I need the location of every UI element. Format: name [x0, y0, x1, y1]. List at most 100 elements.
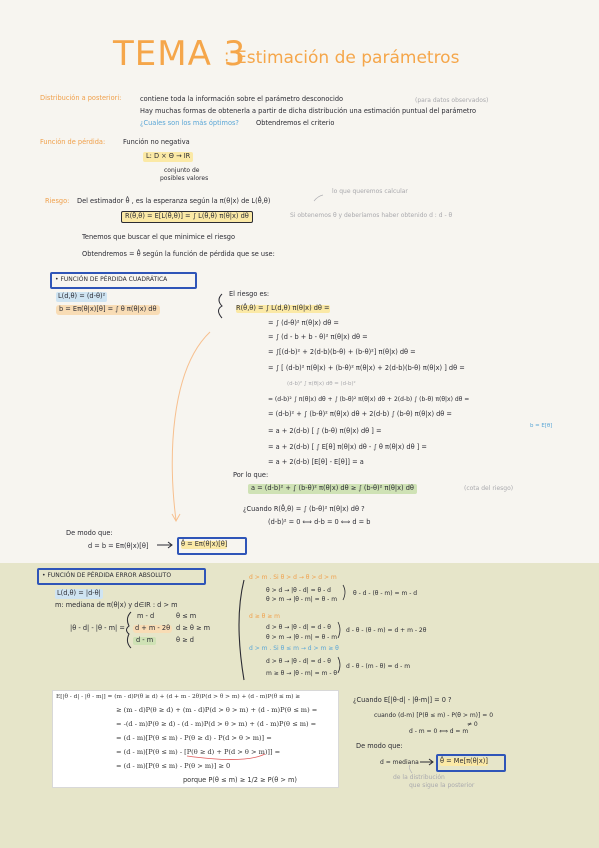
absoluto-piece-0a: m - d — [137, 612, 155, 620]
absoluto-case3-head: d > m . Si θ ≤ m → d > m ≥ θ — [249, 645, 339, 652]
absoluto-case2-l1: d > θ → |θ - d| = d - θ — [266, 624, 331, 631]
absoluto-cuando2: cuando (d-m) [P(θ ≤ m) - P(θ > m)] = 0 — [374, 712, 494, 719]
cuadratica-small-note: (d-b)² ∫ π(θ|x) dθ = (d-b)² — [287, 381, 356, 387]
absoluto-case1-head: d > m . Si θ > d → θ > d > m — [249, 574, 337, 581]
img-line-5: = (d - m)[P(θ ≤ m) - P(θ > m)] ≥ 0 — [116, 762, 231, 770]
img-line-3: = (d - m)[P(θ ≤ m) - P(θ ≥ d) - P(d > θ … — [116, 734, 272, 742]
cuadratica-line-7: = a + 2(d-b) [ ∫ (b-θ) π(θ|x) dθ ] = — [268, 427, 382, 435]
perdida-note1: conjunto de — [164, 167, 200, 174]
absoluto-conc2: θ̂ = Me[π(θ|x)] — [440, 757, 488, 766]
absoluto-aside2: que sigue la posterior — [409, 782, 475, 789]
cases-brace-icon — [238, 579, 245, 681]
absoluto-conc1: d = mediana — [380, 759, 419, 766]
cuadratica-modo-que: De modo que: — [66, 529, 113, 537]
absoluto-case2-l2: θ > m → |θ - m| = θ - m — [266, 634, 338, 641]
absoluto-header-box — [37, 568, 206, 585]
absoluto-piece-lhs: |θ - d| - |θ - m| = — [70, 624, 125, 632]
perdida-label: Función de pérdida: — [40, 138, 106, 146]
cuadratica-loss: L(d,θ) = (d-θ)² — [56, 292, 108, 302]
img-line-1: ≥ (m - d)P(θ ≥ d) + (m - d)P(d > θ > m) … — [116, 706, 318, 714]
cuadratica-line-6: = (d-b)² + ∫ (b-θ)² π(θ|x) dθ + 2(d-b) ∫… — [268, 410, 452, 418]
cuadratica-b-note: b = E[θ] — [530, 423, 553, 429]
riesgo-aside2: Si obtenemos θ y deberíamos haber obteni… — [290, 212, 453, 219]
cuadratica-conc2: θ̂ = Eπ(θ|x)[θ] — [181, 540, 228, 549]
absoluto-piece-0b: θ ≤ m — [176, 612, 197, 620]
absoluto-case3-l2: m ≥ θ → |θ - m| = m - θ — [266, 670, 338, 677]
absoluto-cuando3-r: ≠ 0 — [467, 721, 478, 728]
absoluto-aside1: de la distribución — [393, 774, 445, 781]
riesgo-brace-icon — [218, 293, 223, 319]
dist-label: Distribución a posteriori: — [40, 94, 122, 102]
riesgo-label: Riesgo: — [45, 197, 70, 205]
case3-brace-icon — [337, 656, 341, 674]
dist-criterio: Obtendremos el criterio — [256, 119, 335, 127]
dist-line2: Hay muchas formas de obtenerla a partir … — [140, 107, 477, 115]
img-note: porque P(θ ≤ m) ≥ 1/2 ≥ P(θ > m) — [183, 776, 297, 784]
absoluto-loss: L(d,θ) = |d-θ| — [55, 589, 103, 599]
cuadratica-line-5: = (d-b)² ∫ π(θ|x) dθ + ∫ (b-θ)² π(θ|x) d… — [268, 396, 470, 403]
img-line-0: E[|θ - d| - |θ - m|] = (m - d)P(θ ≥ d) +… — [56, 694, 301, 700]
riesgo-aside1: lo que queremos calcular — [332, 188, 408, 195]
absoluto-header: • FUNCIÓN DE PÉRDIDA ERROR ABSOLUTO — [42, 572, 172, 579]
cuadratica-header: • FUNCIÓN DE PÉRDIDA CUADRÁTICA — [55, 276, 168, 283]
absoluto-case2-res: d - θ - (θ - m) = d + m - 2θ — [346, 627, 427, 634]
absoluto-case1-l2: θ > m → |θ - m| = θ - m — [266, 596, 338, 603]
cuadratica-cuando: ¿Cuando R(θ̂,θ) = ∫ (b-θ)² π(θ|x) dθ ? — [243, 505, 365, 513]
cuadratica-aside-riesgo: (cota del riesgo) — [464, 485, 514, 492]
cuadratica-final: a = (d-b)² + ∫ (b-θ)² π(θ|x) dθ ≥ ∫ (b-θ… — [248, 484, 417, 494]
riesgo-aside-arrow-icon — [313, 194, 324, 202]
absoluto-case3-l1: d > θ → |θ - d| = d - θ — [266, 658, 331, 665]
case2-brace-icon — [337, 621, 341, 639]
riesgo-line3: Obtendremos = θ̂ según la función de pér… — [82, 250, 275, 258]
cuadratica-line-2: = ∫ (d - b + b - θ)² π(θ|x) dθ = — [268, 333, 368, 341]
riesgo-line2: Tenemos que buscar el que minimice el ri… — [82, 233, 236, 241]
cuadratica-line-9: = a + 2(d-b) [E[θ] - E[θ]] = a — [268, 458, 364, 466]
riesgo-line1: Del estimador θ̂ , es la esperanza según… — [77, 197, 271, 205]
cuadratica-result-box — [177, 537, 247, 555]
expectation-derivation-image: E[|θ - d| - |θ - m|] = (m - d)P(θ ≥ d) +… — [52, 690, 339, 788]
img-line-4: = (d - m)[P(θ ≤ m) - [P(θ ≥ d) + P(d > θ… — [116, 748, 281, 756]
orange-arrow-head-icon — [171, 513, 181, 523]
conclusion-arrow-icon — [157, 541, 173, 549]
dist-aside: (para datos observados) — [415, 97, 489, 104]
page-subtitle: Estimación de parámetros — [236, 48, 460, 68]
perdida-line1: Función no negativa — [123, 138, 190, 146]
absoluto-case2-head: d ≥ θ ≥ m — [249, 613, 281, 620]
title-colon: : — [224, 46, 230, 65]
perdida-map: L: D × Θ → IR — [143, 152, 194, 162]
cuadratica-line-8: = a + 2(d-b) [ ∫ E[θ] π(θ|x) dθ - ∫ θ π(… — [268, 443, 427, 451]
dist-question: ¿Cuales son los más óptimos? — [140, 119, 239, 127]
absoluto-piece-1a: d + m - 2θ — [133, 624, 173, 633]
riesgo-formula: R(θ̂,θ) = E[L(θ̂,θ)] = ∫ L(θ̂,θ) π(θ|x) … — [121, 211, 253, 223]
cuadratica-line-3: = ∫[(d-b)² + 2(d-b)(b-θ) + (b-θ)²] π(θ|x… — [268, 348, 416, 356]
dist-line1: contiene toda la información sobre el pa… — [140, 95, 344, 103]
piecewise-brace-icon — [126, 611, 132, 649]
cuadratica-conc1: d = b = Eπ(θ|x)[θ] — [88, 542, 149, 550]
cuadratica-line-0: R(θ̂,θ) = ∫ L(d,θ) π(θ|x) dθ = — [236, 304, 330, 313]
absoluto-piece-2b: θ ≥ d — [176, 636, 194, 644]
cuadratica-cuando2: (d-b)² = 0 ⟺ d-b = 0 ⟺ d = b — [268, 518, 371, 526]
absoluto-piece-1b: d ≥ θ ≥ m — [176, 624, 211, 632]
absoluto-cuando3: d - m = 0 ⟺ d = m — [409, 728, 469, 735]
absoluto-cuando: ¿Cuando E[|θ-d| - |θ-m|] = 0 ? — [353, 696, 452, 704]
absoluto-modo-que: De modo que: — [356, 742, 403, 750]
absoluto-conclusion-arrow-icon — [420, 758, 434, 766]
absoluto-mediana: m: mediana de π(θ|x) y d∈IR : d > m — [55, 601, 178, 609]
absoluto-case1-res: θ - d - (θ - m) = m - d — [353, 590, 418, 597]
case1-brace-icon — [342, 584, 346, 601]
page-title: TEMA 3 — [113, 34, 247, 74]
absoluto-case3-res: d - θ - (m - θ) = d - m — [346, 663, 411, 670]
cuadratica-riesgo-es: El riesgo es: — [229, 290, 270, 298]
cuadratica-b: b = Eπ(θ|x)[θ] = ∫ θ π(θ|x) dθ — [56, 305, 160, 315]
cuadratica-por-lo-que: Por lo que: — [233, 471, 269, 479]
perdida-note2: posibles valores — [160, 175, 209, 182]
absoluto-piece-2a: d - m — [133, 636, 157, 645]
red-underline-icon — [186, 753, 266, 760]
cuadratica-line-4: = ∫ [ (d-b)² π(θ|x) + (b-θ)² π(θ|x) + 2(… — [268, 364, 465, 372]
absoluto-case1-l1: θ > d → |θ - d| = θ - d — [266, 587, 331, 594]
cuadratica-line-1: = ∫ (d-θ)² π(θ|x) dθ = — [268, 319, 339, 327]
aside-arrow-icon — [408, 764, 413, 774]
cuadratica-header-box — [50, 272, 197, 289]
orange-connector-arrow-icon — [171, 331, 211, 521]
